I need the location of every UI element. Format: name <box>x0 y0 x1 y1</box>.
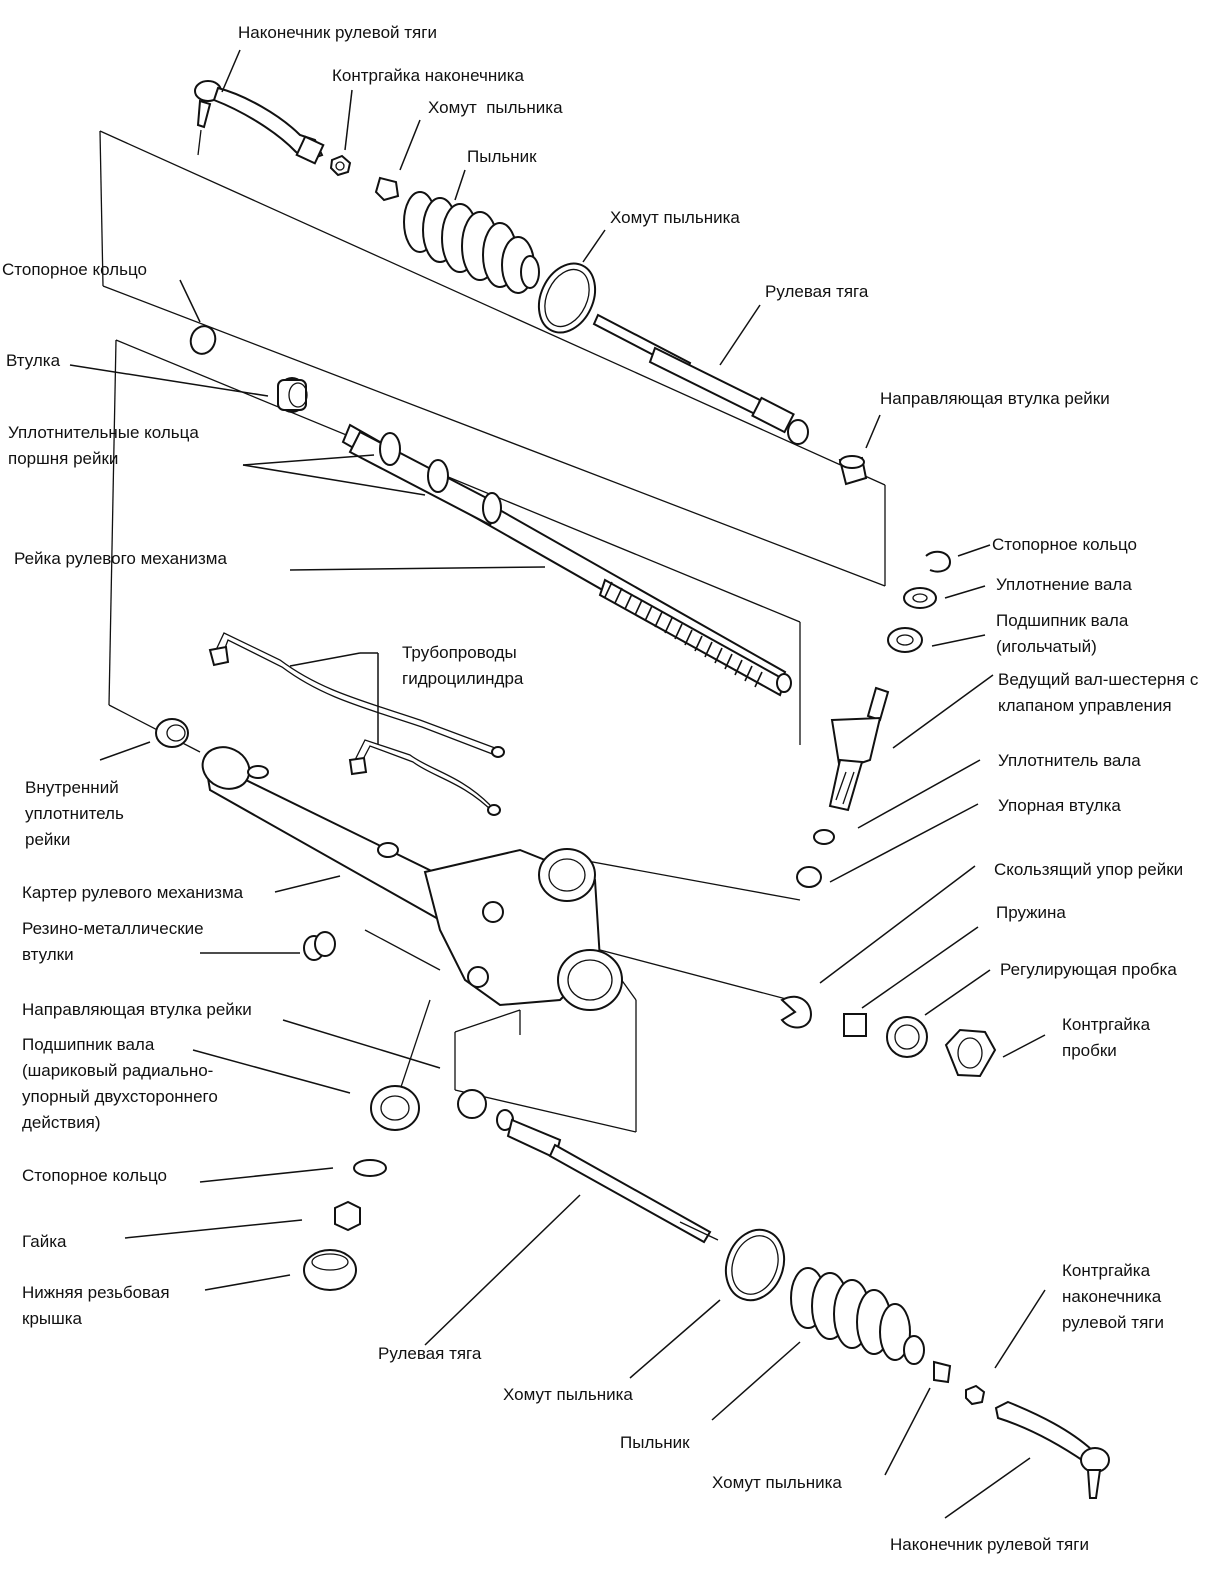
needle-bearing-part <box>887 627 923 653</box>
nut-part <box>334 1200 361 1232</box>
construction-lines <box>99 130 886 1133</box>
tie-rod-end-upper <box>194 80 325 165</box>
label-rubber-metal-bushings: Резино-металлические втулки <box>22 919 204 964</box>
tie-rod-end-locknut-lower <box>965 1384 986 1406</box>
steering-rack-part <box>341 423 792 697</box>
retaining-ring-right-part <box>925 550 952 573</box>
shaft-seal-lower-part <box>813 829 835 845</box>
retaining-ring-bottom-part <box>353 1159 387 1177</box>
label-tie-rod-end-locknut-top: Контргайка наконечника <box>332 66 524 85</box>
label-thrust-bushing: Упорная втулка <box>998 796 1121 815</box>
boot-clamp-upper-large <box>537 262 597 334</box>
rack-slide-stop-part <box>780 995 812 1029</box>
tie-rod-end-lower <box>994 1400 1110 1499</box>
label-rack-slide-stop: Скользящий упор рейки <box>994 860 1184 879</box>
shaft-seal-part <box>903 587 937 609</box>
label-tie-rod-end-top: Наконечник рулевой тяги <box>238 23 437 42</box>
label-bottom-cap: Нижняя резьбовая крышка <box>22 1283 170 1328</box>
boot-clamp-upper-small <box>374 176 400 202</box>
label-cylinder-pipes: Трубопроводы гидроцилиндра <box>402 643 524 688</box>
label-boot-clamp-top-1: Хомут пыльника <box>428 98 563 117</box>
label-tie-rod-end-locknut-bottom: Контргайка наконечника рулевой тяги <box>1062 1261 1164 1332</box>
ball-bearing-part <box>370 1085 420 1131</box>
label-spring: Пружина <box>996 903 1066 922</box>
cylinder-pipes-part <box>208 632 505 816</box>
label-retaining-ring-right: Стопорное кольцо <box>992 535 1137 554</box>
label-tie-rod-top: Рулевая тяга <box>765 282 869 301</box>
boot-clamp-lower-large <box>724 1228 786 1302</box>
adjusting-plug-part <box>886 1016 928 1058</box>
label-tie-rod-bottom: Рулевая тяга <box>378 1344 482 1363</box>
thrust-bushing-part <box>796 866 822 888</box>
tie-rod-upper <box>592 313 809 445</box>
label-tie-rod-end-bottom: Наконечник рулевой тяги <box>890 1535 1089 1554</box>
label-shaft-bearing-needle: Подшипник вала (игольчатый) <box>996 611 1129 656</box>
leader-lines <box>69 49 1046 1519</box>
boot-lower <box>790 1267 925 1365</box>
bushing-part <box>277 377 308 413</box>
pinion-shaft-part <box>828 686 890 812</box>
label-boot-clamp-bottom-1: Хомут пыльника <box>503 1385 633 1404</box>
tie-rod-lower <box>496 1109 719 1244</box>
label-pinion-shaft: Ведущий вал-шестерня с клапаном управлен… <box>998 670 1199 715</box>
label-inner-rack-seal: Внутренний уплотнитель рейки <box>25 778 124 849</box>
label-boot-bottom: Пыльник <box>620 1433 690 1452</box>
label-retaining-ring-left: Стопорное кольцо <box>2 260 147 279</box>
label-boot-top: Пыльник <box>467 147 537 166</box>
inner-rack-seal-part <box>155 718 189 748</box>
rack-guide-bushing-upper <box>838 455 868 486</box>
label-boot-clamp-top-2: Хомут пыльника <box>610 208 740 227</box>
label-gear-housing: Картер рулевого механизма <box>22 883 244 902</box>
label-shaft-seal-right: Уплотнитель вала <box>998 751 1141 770</box>
gear-housing-part <box>201 746 623 1011</box>
boot-clamp-lower-small <box>933 1360 952 1384</box>
label-boot-clamp-bottom-2: Хомут пыльника <box>712 1473 842 1492</box>
label-nut: Гайка <box>22 1232 67 1251</box>
label-rack-guide-bushing-bottom: Направляющая втулка рейки <box>22 1000 252 1019</box>
retaining-ring-left-part <box>189 325 217 355</box>
label-retaining-ring-bottom: Стопорное кольцо <box>22 1166 167 1185</box>
label-ball-bearing: Подшипник вала (шариковый радиально- упо… <box>22 1035 218 1132</box>
label-rack-guide-bushing-top: Направляющая втулка рейки <box>880 389 1110 408</box>
label-bushing: Втулка <box>6 351 61 370</box>
label-shaft-seal-top: Уплотнение вала <box>996 575 1132 594</box>
label-plug-locknut: Контргайка пробки <box>1062 1015 1151 1060</box>
boot-upper <box>403 191 540 294</box>
rack-guide-bushing-lower-part <box>457 1089 487 1119</box>
tie-rod-end-locknut-upper <box>329 154 352 177</box>
rubber-metal-bushings-part <box>303 931 336 961</box>
bottom-cap-part <box>303 1249 357 1291</box>
spring-part <box>843 1013 867 1037</box>
plug-locknut-part <box>944 1028 997 1078</box>
label-adjusting-plug: Регулирующая пробка <box>1000 960 1177 979</box>
label-piston-seal-rings: Уплотнительные кольца поршня рейки <box>8 423 199 468</box>
label-steering-rack: Рейка рулевого механизма <box>14 549 227 568</box>
